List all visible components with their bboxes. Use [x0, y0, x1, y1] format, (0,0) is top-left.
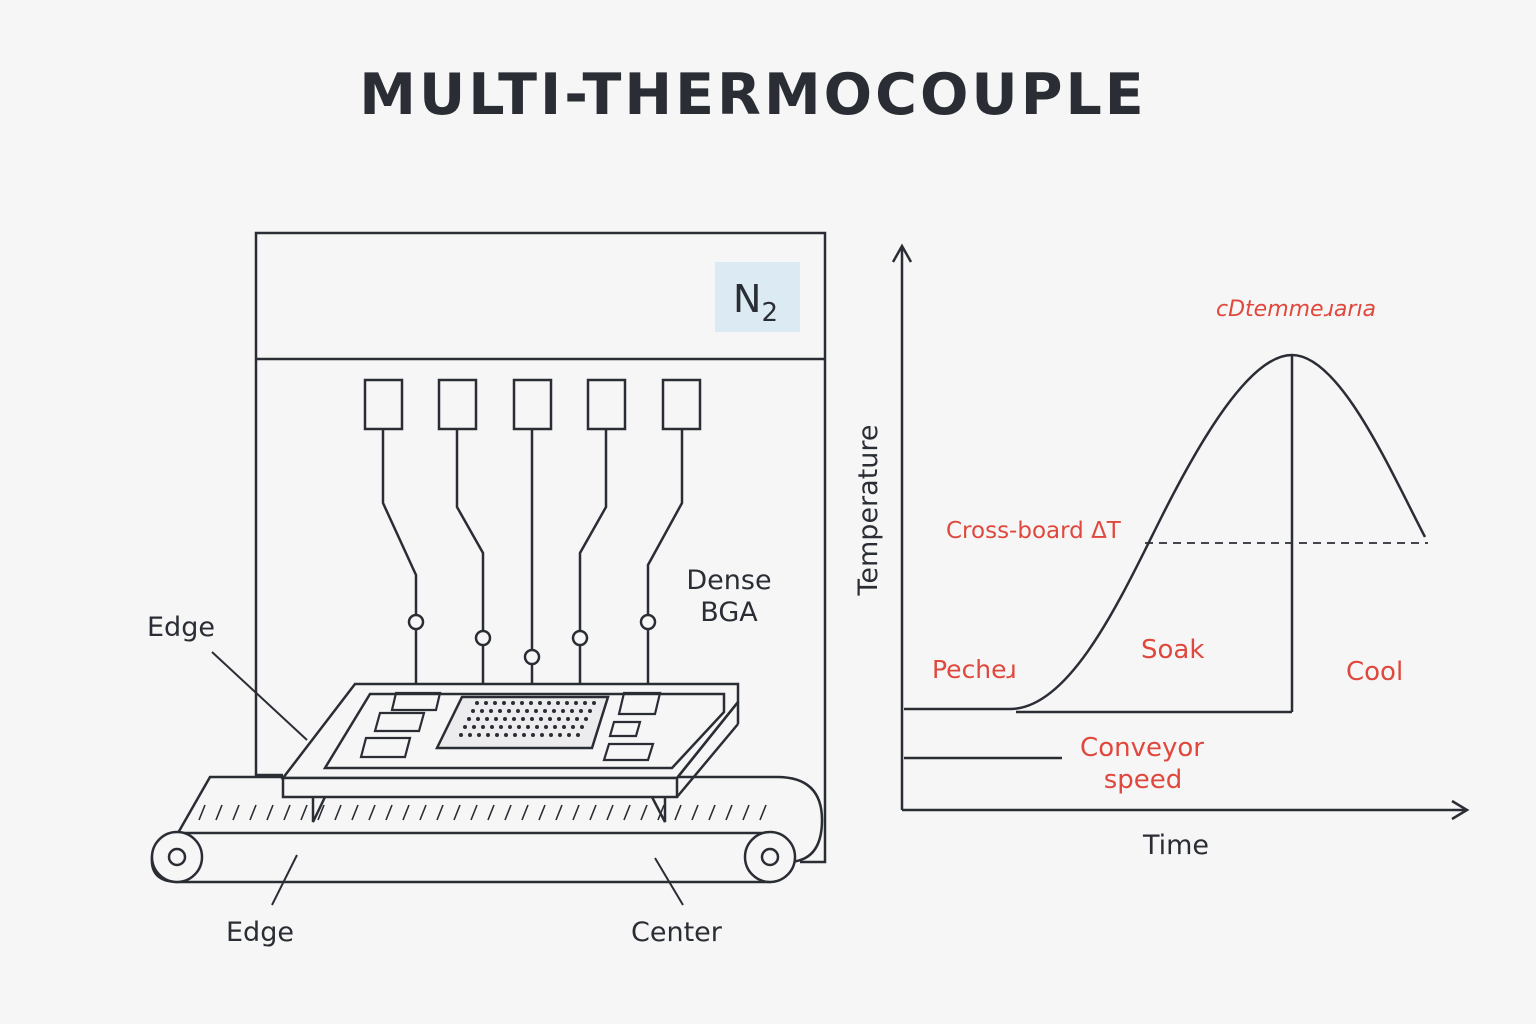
thermocouple-4 — [571, 378, 627, 700]
thermocouple-connector — [512, 378, 553, 431]
thermocouple-wire — [381, 429, 418, 614]
thermocouple-wire — [455, 429, 485, 630]
conveyor — [150, 775, 824, 884]
y-axis-label: Temperature — [853, 424, 884, 596]
soak-zone-label: Soak — [1141, 635, 1204, 665]
conveyor-edge-label: Edge — [226, 917, 294, 948]
x-axis-label: Time — [1142, 830, 1209, 861]
pcb-inner-panel — [322, 692, 726, 770]
thermocouple-junction — [474, 629, 492, 647]
pcb-board — [280, 682, 740, 823]
thermocouple-connector — [586, 378, 627, 431]
pcb-components-left — [359, 691, 442, 759]
n2-badge — [715, 262, 800, 332]
thermocouple-connector — [363, 378, 404, 431]
thermocouple-connector — [437, 378, 478, 431]
oven — [254, 231, 827, 864]
conveyor-roller — [760, 847, 780, 867]
thermocouple-probes — [363, 378, 702, 718]
thermocouple-wire — [646, 429, 684, 614]
n2-label: N2 — [733, 277, 778, 328]
conveyor-center-label: Center — [631, 917, 723, 948]
thermocouple-5 — [639, 378, 702, 702]
thermocouple-2 — [437, 378, 492, 700]
thermocouple-3 — [512, 378, 553, 718]
oven-outline — [254, 231, 827, 864]
thermocouple-junction — [571, 629, 589, 647]
board-edge-label: Edge — [147, 612, 215, 643]
temperature-profile — [904, 353, 1428, 760]
conveyor-roller — [150, 830, 204, 884]
cool-zone-label: Cool — [1346, 657, 1403, 687]
thermocouple-1 — [363, 378, 425, 700]
page-title: MULTI-THERMOCOUPLE — [359, 62, 1147, 128]
conveyor-roller — [743, 830, 797, 884]
pcb-support-right — [650, 796, 667, 823]
thermocouple-junction — [523, 648, 541, 666]
peak-temperature-label: cDtemmeɹarıa — [1216, 297, 1376, 322]
conveyor-roller — [167, 847, 187, 867]
conveyor-speed-label: speed — [1104, 765, 1183, 795]
bga-ball-grid — [459, 701, 596, 737]
conveyor-slats — [198, 804, 767, 821]
y-axis-arrow — [891, 243, 913, 263]
pcb-components-right — [602, 691, 662, 762]
pcb-front-face — [281, 776, 679, 799]
thermocouple-junction — [407, 613, 425, 631]
temperature-curve — [904, 353, 1427, 711]
dense-bga-label: Dense — [686, 565, 771, 596]
cross-board-delta-label: Cross-board ΔT — [946, 518, 1122, 544]
callout-leaders — [211, 651, 684, 906]
thermocouple-wire — [578, 429, 608, 630]
thermocouple-connector — [661, 378, 702, 431]
dense-bga-label: BGA — [700, 597, 758, 628]
pcb-support-left — [311, 796, 327, 823]
preheat-zone-label: Pecheɹ — [932, 655, 1017, 684]
conveyor-speed-label: Conveyor — [1080, 733, 1204, 763]
thermocouple-junction — [639, 613, 657, 631]
x-axis-arrow — [1451, 799, 1470, 821]
profile-axes — [891, 243, 1470, 821]
